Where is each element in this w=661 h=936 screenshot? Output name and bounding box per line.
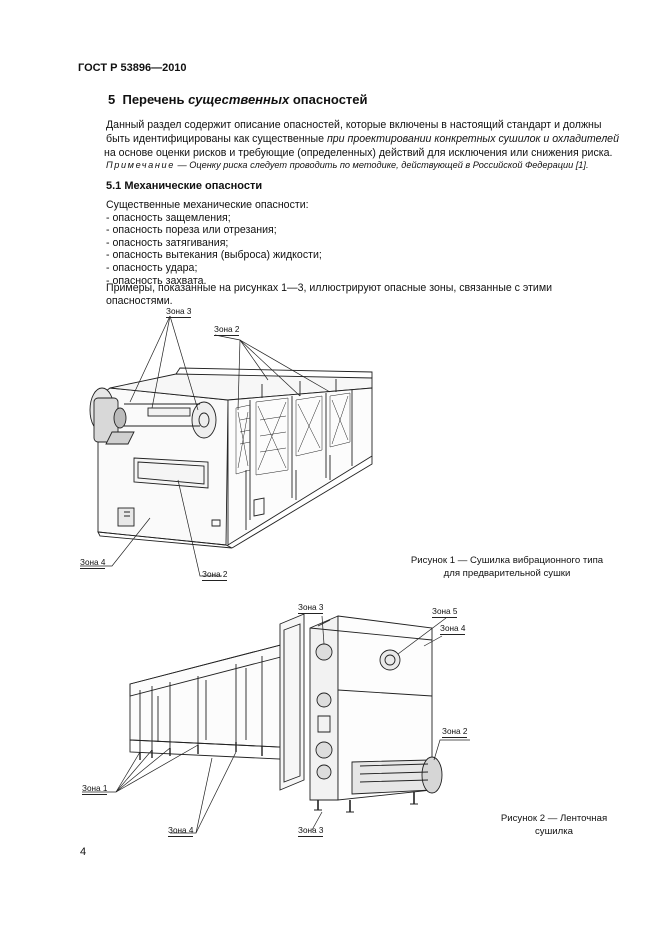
section-title-start: Перечень: [122, 92, 189, 107]
section-5-heading: 5 Перечень существенных опасностей: [108, 92, 368, 107]
hazard-item: - опасность затягивания;: [106, 236, 229, 249]
section-title-italic: существенных: [188, 92, 290, 107]
examples-paragraph: Примеры, показанные на рисунках 1—3, илл…: [106, 282, 553, 307]
hazard-item: - опасность защемления;: [106, 211, 231, 224]
paragraph-line-3: на основе оценки рисков и требующие (опр…: [104, 147, 613, 159]
figure-1-vibration-dryer-drawing: [89, 367, 373, 549]
section-5-paragraph: Данный раздел содержит описание опасност…: [104, 118, 619, 160]
hazard-list-intro: Существенные механические опасности:: [106, 199, 309, 211]
fig2-label-zone-2: Зона 2: [442, 727, 468, 738]
figure-2-leader-lines: [82, 615, 470, 834]
section-title-end: опасностей: [289, 92, 368, 107]
hazard-item: - опасность захвата.: [106, 274, 207, 287]
fig1-label-zone-2-bottom: Зона 2: [202, 570, 228, 581]
document-standard-number: ГОСТ Р 53896—2010: [78, 62, 187, 74]
fig1-label-zone-3: Зона 3: [166, 307, 192, 318]
figure-1-caption-line-1: Рисунок 1 — Сушилка вибрационного типа: [410, 555, 604, 566]
paragraph-line-1: Данный раздел содержит описание опасност…: [106, 119, 602, 131]
paragraph-line-2-italic: при проектировании конкретных сушилок и …: [326, 133, 619, 145]
note: Примечание — Оценку риска следует провод…: [106, 160, 616, 170]
figure-2-belt-dryer-drawing: [129, 613, 443, 813]
hazard-item: - опасность пореза или отрезания;: [106, 224, 277, 237]
note-label: Примечание: [106, 160, 175, 170]
fig2-label-zone-4-right: Зона 4: [440, 624, 466, 635]
figure-1-caption: Рисунок 1 — Сушилка вибрационного типа д…: [396, 554, 618, 580]
figure-2-caption: Рисунок 2 — Ленточная сушилка: [490, 812, 618, 838]
fig2-label-zone-3-bottom: Зона 3: [298, 826, 324, 837]
fig2-label-zone-1: Зона 1: [82, 784, 108, 795]
paragraph-line-2: быть идентифицированы как существенные п…: [106, 132, 619, 146]
hazard-item: - опасность удара;: [106, 261, 198, 274]
hazard-list: Существенные механические опасности: - о…: [106, 199, 322, 287]
figure-2-caption-line-2: сушилка: [535, 826, 573, 837]
figure-1-caption-line-2: для предварительной сушки: [443, 568, 571, 579]
note-text: — Оценку риска следует проводить по мето…: [174, 160, 589, 170]
figure-2-caption-line-1: Рисунок 2 — Ленточная: [500, 813, 608, 824]
page-number: 4: [80, 846, 87, 858]
fig1-label-zone-2-top: Зона 2: [214, 325, 240, 336]
section-5-1-heading: 5.1 Механические опасности: [106, 180, 263, 192]
fig2-label-zone-4-bottom: Зона 4: [168, 826, 194, 837]
hazard-item: - опасность вытекания (выброса) жидкости…: [106, 249, 322, 262]
section-number: 5: [108, 92, 116, 107]
fig2-label-zone-3-top: Зона 3: [298, 603, 324, 614]
figure-1-leader-lines: [80, 315, 331, 577]
fig2-label-zone-5: Зона 5: [432, 607, 458, 618]
fig1-label-zone-4: Зона 4: [80, 558, 106, 569]
paragraph-line-2-start: быть идентифицированы как существенные: [106, 133, 327, 145]
